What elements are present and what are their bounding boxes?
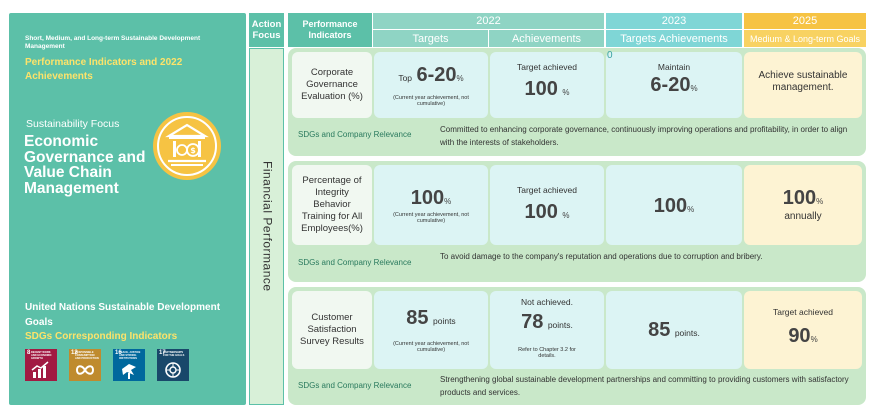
performance-title: Performance Indicators and 2022 Achievem…	[25, 57, 183, 82]
sdg-16-icon: 16 PEACE, JUSTICE AND STRONG INSTITUTION…	[113, 349, 145, 381]
target-2023-cell: 85 points.	[606, 291, 742, 369]
achievement-value: 100	[524, 201, 558, 223]
achievement-unit: points.	[547, 320, 573, 330]
sdgs-relevance-label: SDGs and Company Relevance	[298, 258, 412, 267]
infinity-icon	[75, 365, 95, 375]
performance-indicators-header: Performance Indicators	[288, 13, 372, 47]
sustainability-focus-title: Economic Governance and Value Chain Mana…	[24, 133, 146, 197]
target-2023-value: 100	[653, 195, 688, 217]
target-unit: %	[456, 74, 464, 83]
goal-2025-cell: Achieve sustainable management.	[744, 52, 862, 118]
indicator-name: Percentage of Integrity Behavior Trainin…	[292, 165, 372, 245]
sdg-icon-row: 8 DECENT WORK AND ECONOMIC GROWTH 12 RES…	[25, 349, 189, 381]
achievement-note: Refer to Chapter 3.2 for details.	[518, 347, 576, 359]
achievement-label: Not achieved.	[521, 297, 573, 307]
target-2023-value: 85	[648, 319, 671, 341]
goal-2025-unit: %	[816, 197, 824, 206]
indicator-name: Corporate Governance Evaluation (%)	[292, 52, 372, 118]
action-focus-column	[249, 48, 284, 405]
achievement-2022-cell: Target achieved 100 %	[490, 52, 604, 118]
target-value: 85	[406, 307, 429, 329]
sdg-12-icon: 12 RESPONSIBLE CONSUMPTION AND PRODUCTIO…	[69, 349, 101, 381]
target-note: (Current year achievement, not cumulativ…	[393, 212, 469, 224]
goal-2025-label: Target achieved	[772, 307, 833, 317]
target-prefix: Top	[398, 73, 413, 83]
svg-text:$: $	[190, 146, 196, 155]
sdg-8-icon: 8 DECENT WORK AND ECONOMIC GROWTH	[25, 349, 57, 381]
cell-marker: 0	[607, 50, 613, 61]
indicator-row-governance: Corporate Governance Evaluation (%) Top …	[288, 48, 866, 156]
target-value: 6-20	[416, 64, 457, 86]
goal-2025-value: 90	[788, 325, 811, 347]
goal-2025-unit: %	[810, 335, 818, 344]
targets-achievements-header: Targets Achievements	[606, 30, 742, 47]
target-2023-cell: 100%	[606, 165, 742, 245]
sustainability-focus-label: Sustainability Focus	[26, 118, 120, 130]
sdgs-relevance-description: Strengthening global sustainable develop…	[440, 375, 849, 397]
sdg-relevance-band: SDGs and Company Relevance Committed to …	[288, 118, 866, 156]
target-value: 100	[410, 187, 445, 209]
target-note: (Current year achievement, not cumulativ…	[393, 95, 469, 107]
sdgs-relevance-description: Committed to enhancing corporate governa…	[440, 125, 848, 147]
achievements-header: Achievements	[489, 30, 604, 47]
left-panel: Short, Medium, and Long-term Sustainable…	[9, 13, 246, 405]
year-2023-header: 2023	[606, 13, 742, 29]
year-2025-header: 2025	[744, 13, 866, 29]
sdgs-relevance-description: To avoid damage to the company's reputat…	[440, 252, 763, 261]
indicator-row-customer: Customer Satisfaction Survey Results 85 …	[288, 287, 866, 405]
target-2023-cell: 0 Maintain 6-20%	[606, 50, 742, 118]
achievement-value: 100	[524, 78, 558, 100]
financial-performance-label: Financial Performance	[260, 161, 275, 292]
indicator-row-integrity: Percentage of Integrity Behavior Trainin…	[288, 161, 866, 282]
goal-2025-value: 100	[782, 187, 817, 209]
action-focus-cell: Financial Performance	[251, 48, 284, 405]
target-unit: %	[444, 197, 452, 206]
target-2022-cell: Top 6-20% (Current year achievement, not…	[374, 52, 488, 118]
target-unit: points	[433, 316, 456, 326]
achievement-label: Target achieved	[516, 62, 577, 72]
achievement-label: Target achieved	[516, 185, 577, 195]
partnership-ring-icon	[165, 362, 181, 378]
goal-2025-cell: Target achieved 90%	[744, 291, 862, 369]
target-2023-unit: points.	[674, 328, 700, 338]
goal-2025-cell: 100% annually	[744, 165, 862, 245]
action-focus-header: Action Focus	[249, 13, 284, 47]
indicator-name: Customer Satisfaction Survey Results	[292, 291, 372, 369]
achievement-unit: %	[562, 88, 570, 97]
goal-2025-sub: annually	[784, 211, 822, 222]
target-2022-cell: 85 points (Current year achievement, not…	[374, 291, 488, 369]
target-note: (Current year achievement, not cumulativ…	[393, 341, 469, 353]
achievement-2022-cell: Target achieved 100 %	[490, 165, 604, 245]
target-2023-label: Maintain	[657, 62, 691, 72]
sdg-17-icon: 17 PARTNERSHIPS FOR THE GOALS	[157, 349, 189, 381]
target-2023-unit: %	[690, 84, 698, 93]
sdgs-relevance-label: SDGs and Company Relevance	[298, 130, 412, 139]
achievement-value: 78	[521, 311, 544, 333]
management-subtitle: Short, Medium, and Long-term Sustainable…	[25, 35, 201, 50]
mid-long-term-header: Medium & Long-term Goals	[744, 30, 866, 47]
sdg-indicators-label: SDGs Corresponding Indicators	[25, 331, 178, 342]
un-sdg-title: United Nations Sustainable Development G…	[25, 302, 221, 328]
targets-header: Targets	[373, 30, 488, 47]
dove-icon	[122, 364, 136, 379]
sdg-relevance-band: SDGs and Company Relevance Strengthening…	[288, 369, 866, 407]
target-2022-cell: 100% (Current year achievement, not cumu…	[374, 165, 488, 245]
sdgs-relevance-label: SDGs and Company Relevance	[298, 381, 412, 390]
achievement-unit: %	[562, 211, 570, 220]
sdg-relevance-band: SDGs and Company Relevance To avoid dama…	[288, 245, 866, 283]
year-2022-header: 2022	[373, 13, 604, 29]
bank-building-coin-icon: $	[153, 112, 221, 180]
target-2023-unit: %	[687, 205, 695, 214]
achievement-2022-cell: Not achieved. 78 points. Refer to Chapte…	[490, 291, 604, 369]
target-2023-value: 6-20	[650, 74, 691, 96]
growth-chart-icon	[31, 361, 49, 378]
goal-2025-text: Achieve sustainable management.	[758, 70, 848, 93]
